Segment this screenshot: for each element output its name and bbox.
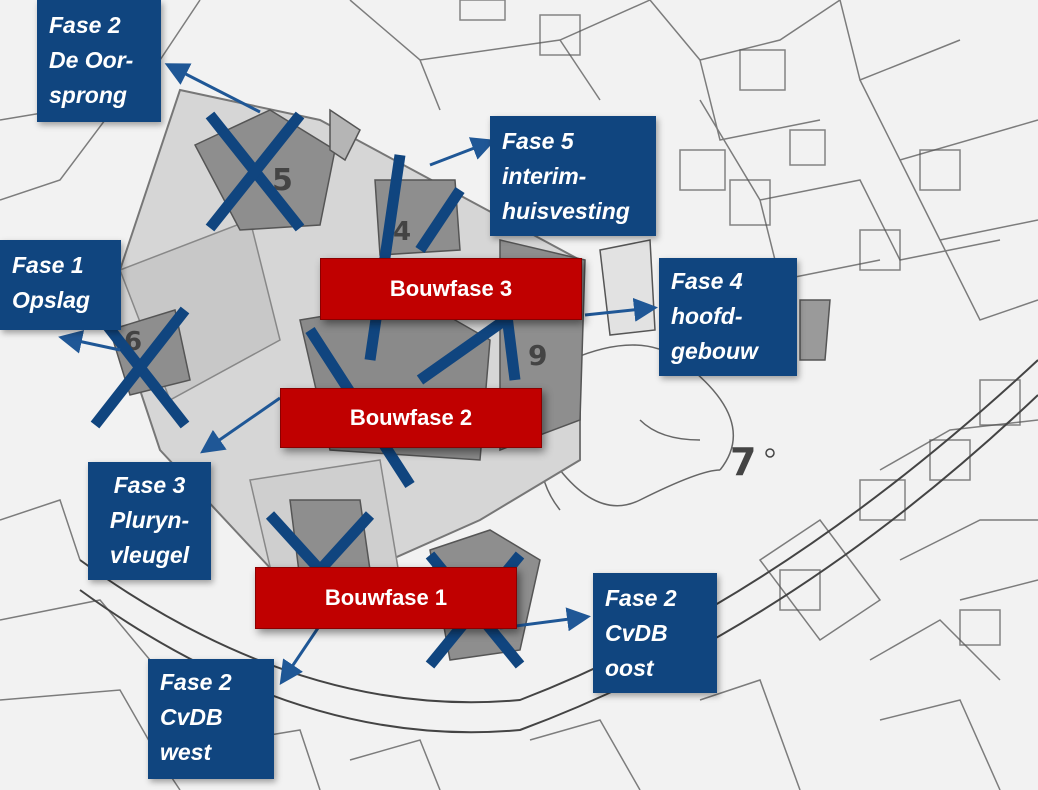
building-number: 9 bbox=[528, 339, 547, 372]
arrow-icon bbox=[200, 396, 281, 454]
phase-label-line: Fase 1 bbox=[12, 252, 84, 278]
phase-label-line: oost bbox=[605, 655, 654, 681]
phase-label-opslag: Fase 1 Opslag bbox=[0, 240, 121, 330]
phase-label-line: CvDB bbox=[605, 620, 668, 646]
arrow-icon bbox=[584, 297, 658, 322]
arrow-icon bbox=[429, 137, 496, 167]
phase-label-line: Pluryn- bbox=[109, 507, 190, 533]
phase-label-oorsprong: Fase 2 De Oor- sprong bbox=[37, 0, 161, 122]
banner-label: Bouwfase 1 bbox=[324, 585, 448, 610]
phase-label-line: west bbox=[160, 739, 212, 765]
phase-label-line: Fase 4 bbox=[671, 268, 743, 294]
phase-label-line: CvDB bbox=[160, 704, 223, 730]
building-number: 4 bbox=[393, 217, 411, 247]
phase-label-interim: Fase 5 interim- huisvesting bbox=[490, 116, 656, 236]
phase-label-cvdb-oost: Fase 2 CvDB oost bbox=[593, 573, 717, 693]
banner-bouwfase-1: Bouwfase 1 bbox=[255, 567, 517, 629]
phase-label-line: Fase 2 bbox=[605, 585, 677, 611]
phase-label-line: Fase 2 bbox=[160, 669, 232, 695]
banner-bouwfase-3: Bouwfase 3 bbox=[320, 258, 582, 320]
phase-label-line: De Oor- bbox=[49, 47, 134, 73]
banner-label: Bouwfase 3 bbox=[389, 276, 513, 301]
phase-label-line: Fase 5 bbox=[502, 128, 574, 154]
phase-label-line: gebouw bbox=[671, 338, 758, 364]
banner-label: Bouwfase 2 bbox=[349, 405, 473, 430]
phase-label-line: hoofd- bbox=[671, 303, 743, 329]
phase-label-line: vleugel bbox=[109, 542, 190, 568]
phase-label-hoofdgebouw: Fase 4 hoofd- gebouw bbox=[659, 258, 797, 376]
arrow-icon bbox=[164, 63, 261, 114]
phase-label-line: Fase 2 bbox=[49, 12, 121, 38]
houses bbox=[459, 0, 1021, 646]
phase-label-line: Fase 3 bbox=[113, 472, 186, 498]
phase-label-line: interim- bbox=[502, 163, 587, 189]
phase-label-plurynvleugel: Fase 3 Pluryn- vleugel bbox=[88, 462, 211, 580]
banner-bouwfase-2: Bouwfase 2 bbox=[280, 388, 542, 448]
building-number: 7 bbox=[730, 440, 756, 484]
phase-label-cvdb-west: Fase 2 CvDB west bbox=[148, 659, 274, 779]
phase-label-line: sprong bbox=[49, 82, 127, 108]
cross-icon bbox=[364, 154, 465, 361]
arrow-icon bbox=[58, 330, 121, 354]
phase-label-line: huisvesting bbox=[502, 198, 630, 224]
cross-icon bbox=[205, 111, 305, 232]
building-number: 5 bbox=[272, 163, 293, 198]
phase-label-line: Opslag bbox=[12, 287, 90, 313]
arrow-icon bbox=[279, 627, 320, 685]
